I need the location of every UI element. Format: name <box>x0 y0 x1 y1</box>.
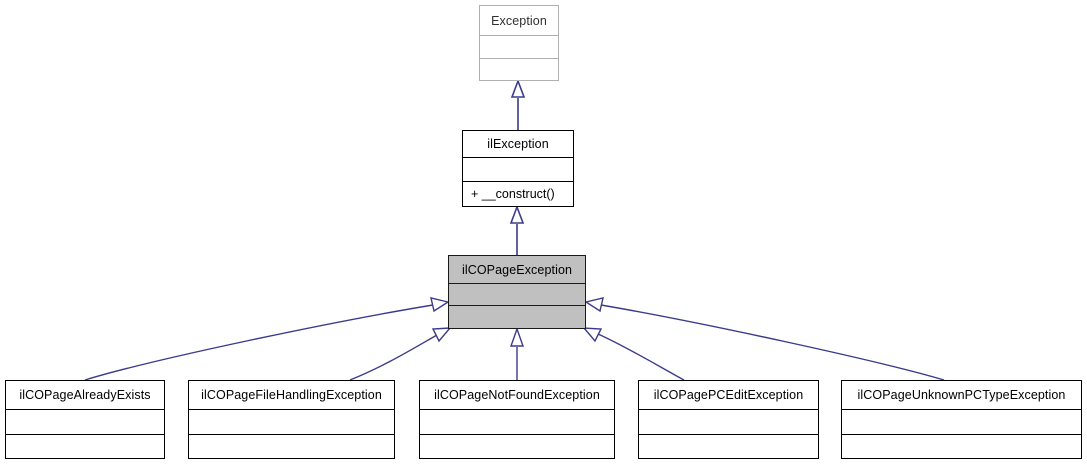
edge-ilcopageunknownpctypeexception-to-ilcopageexception <box>584 297 945 381</box>
edge-ilcopagealreadyexists-to-ilcopageexception <box>84 297 450 381</box>
class-operations-exception <box>480 58 558 80</box>
class-name-exception: Exception <box>491 13 547 28</box>
class-node-ilexception[interactable]: ilException + __construct() <box>462 130 574 207</box>
class-name-ilcopagenotfoundexception: ilCOPageNotFoundException <box>434 388 600 402</box>
class-node-exception[interactable]: Exception <box>479 5 559 81</box>
class-operations-ilexception: + __construct() <box>463 181 573 206</box>
class-node-ilcopageunknownpctypeexception[interactable]: ilCOPageUnknownPCTypeException <box>841 380 1082 459</box>
class-attributes-ilcopagealreadyexists <box>6 409 164 434</box>
class-name-ilcopagealreadyexists: ilCOPageAlreadyExists <box>19 388 151 402</box>
class-attributes-ilcopageunknownpctypeexception <box>842 409 1081 434</box>
class-name-ilexception: ilException <box>487 137 549 151</box>
class-attributes-ilcopageexception <box>449 283 585 305</box>
class-operations-ilcopagepceditexception <box>639 434 818 458</box>
class-name-ilcopagefilehandlingexception: ilCOPageFileHandlingException <box>201 388 382 402</box>
edge-ilcopagenotfoundexception-to-ilcopageexception <box>510 326 524 380</box>
class-node-ilcopagenotfoundexception[interactable]: ilCOPageNotFoundException <box>419 380 615 459</box>
edge-ilcopagefilehandlingexception-to-ilcopageexception <box>349 327 452 381</box>
class-attributes-ilexception <box>463 157 573 181</box>
class-operations-ilcopagealreadyexists <box>6 434 164 458</box>
class-operations-ilcopagenotfoundexception <box>420 434 614 458</box>
class-attributes-exception <box>480 35 558 58</box>
class-name-ilcopageunknownpctypeexception: ilCOPageUnknownPCTypeException <box>857 388 1066 402</box>
class-node-ilcopagealreadyexists[interactable]: ilCOPageAlreadyExists <box>5 380 165 459</box>
class-operations-ilcopageexception <box>449 305 585 328</box>
edge-ilcopagepceditexception-to-ilcopageexception <box>582 327 685 381</box>
class-name-ilcopagepceditexception: ilCOPagePCEditException <box>653 388 804 402</box>
class-operations-ilcopageunknownpctypeexception <box>842 434 1081 458</box>
class-node-ilcopagefilehandlingexception[interactable]: ilCOPageFileHandlingException <box>188 380 395 459</box>
class-attributes-ilcopagepceditexception <box>639 409 818 434</box>
class-name-ilcopageexception: ilCOPageException <box>449 256 585 283</box>
class-attributes-ilcopagefilehandlingexception <box>189 409 394 434</box>
class-operations-ilcopagefilehandlingexception <box>189 434 394 458</box>
edge-ilcopageexception-to-ilexception <box>509 204 525 255</box>
edge-ilexception-to-exception <box>510 78 526 130</box>
class-node-ilcopagepceditexception[interactable]: ilCOPagePCEditException <box>638 380 819 459</box>
class-attributes-ilcopagenotfoundexception <box>420 409 614 434</box>
class-node-ilcopageexception[interactable]: ilCOPageException <box>448 255 586 329</box>
